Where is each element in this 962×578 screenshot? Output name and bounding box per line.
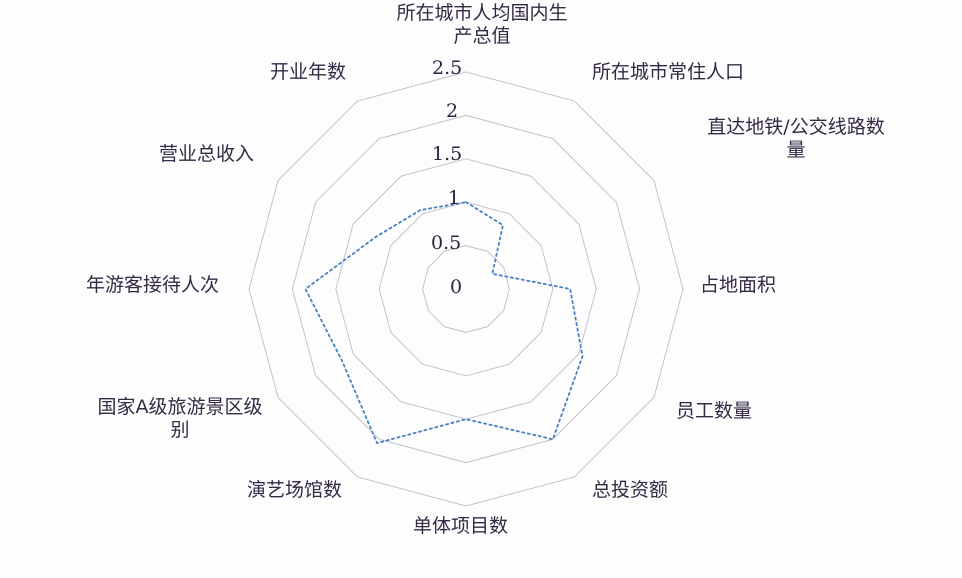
radial-tick-3: 1: [448, 187, 461, 209]
axis-label-10: 营业总收入: [159, 143, 255, 165]
axis-label-6: 单体项目数: [413, 515, 509, 537]
grid-ring: [335, 158, 597, 420]
axis-label-0: 所在城市人均国内生 产总值: [396, 2, 568, 48]
axis-label-7: 演艺场馆数: [247, 479, 343, 501]
radial-tick-1: 2: [446, 100, 459, 122]
grid-ring: [291, 114, 641, 464]
radial-tick-5: 0: [450, 276, 463, 298]
axis-label-11: 开业年数: [270, 61, 347, 83]
axis-label-3: 占地面积: [700, 274, 777, 296]
radial-tick-0: 2.5: [432, 57, 463, 79]
series-polygon: [304, 201, 584, 445]
axis-label-4: 员工数量: [676, 400, 753, 422]
radar-grid: [248, 71, 684, 507]
axis-label-8: 国家A级旅游景区级 别: [97, 396, 263, 442]
radial-tick-4: 0.5: [431, 232, 462, 254]
radial-tick-2: 1.5: [432, 143, 463, 165]
radar-series: [304, 201, 584, 445]
axis-label-1: 所在城市常住人口: [592, 61, 745, 83]
axis-label-2: 直达地铁/公交线路数 量: [707, 116, 885, 162]
axis-label-5: 总投资额: [592, 479, 669, 501]
grid-ring: [248, 71, 684, 507]
grid-ring: [422, 245, 510, 333]
grid-ring: [378, 201, 554, 377]
axis-label-9: 年游客接待人次: [86, 274, 220, 296]
